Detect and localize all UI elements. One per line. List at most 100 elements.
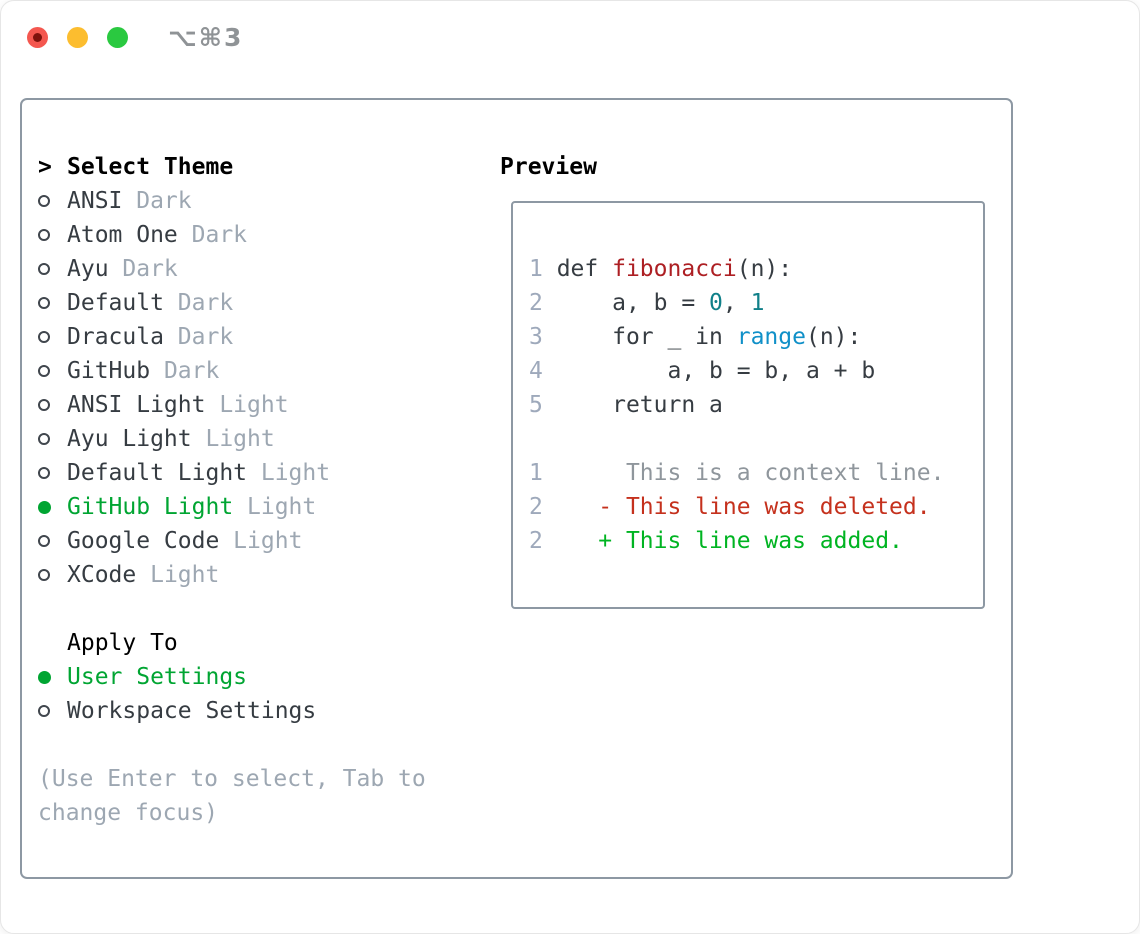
bullet-slot	[38, 399, 67, 411]
preview-title: Preview	[500, 154, 597, 180]
option-variant-label: Dark	[163, 324, 234, 350]
radio-selected-icon	[38, 500, 51, 514]
option-label: Ayu Light	[67, 426, 192, 452]
radio-unselected-icon	[38, 365, 50, 377]
option-label: XCode	[67, 562, 137, 588]
option-label: Default	[67, 290, 164, 316]
option-variant-label: Dark	[108, 256, 178, 282]
bullet-slot	[38, 705, 67, 717]
minimize-button[interactable]	[67, 27, 88, 48]
option-label: User Settings	[67, 664, 248, 690]
close-dot-icon	[33, 33, 42, 42]
code-segment-default: return a	[542, 392, 723, 418]
hint-line: change focus)	[38, 800, 219, 826]
code-segment-default	[543, 494, 598, 520]
spacer	[38, 728, 426, 762]
bullet-slot	[38, 195, 67, 207]
apply-to-header: Apply To	[38, 626, 426, 660]
theme-option[interactable]: Ayu Light Light	[38, 422, 426, 456]
code-segment-num: 1	[750, 290, 765, 316]
apply-to-option[interactable]: User Settings	[38, 660, 426, 694]
code-segment-context: This is a context line.	[542, 460, 945, 486]
bullet-slot	[38, 670, 67, 684]
option-label: Atom One	[67, 222, 178, 248]
option-label: GitHub Light	[67, 494, 234, 520]
code-segment-added: + This line was added.	[598, 528, 903, 554]
bullet-slot	[38, 263, 67, 275]
code-line: 5 return a	[529, 388, 983, 422]
theme-option[interactable]: Ayu Dark	[38, 252, 426, 286]
code-line: 2 + This line was added.	[529, 524, 983, 558]
bullet-slot	[38, 297, 67, 309]
zoom-button[interactable]	[107, 27, 128, 48]
window-title: ⌥⌘3	[168, 23, 244, 52]
option-variant-label: Dark	[150, 358, 220, 384]
radio-unselected-icon	[38, 433, 50, 445]
code-segment-lineno: 4	[529, 358, 543, 384]
theme-option[interactable]: GitHub Light Light	[38, 490, 426, 524]
option-label: Workspace Settings	[67, 698, 317, 724]
code-segment-default	[543, 528, 598, 554]
theme-option[interactable]: Dracula Dark	[38, 320, 426, 354]
radio-unselected-icon	[38, 195, 50, 207]
option-variant-label: Light	[205, 392, 289, 418]
option-variant-label: Dark	[163, 290, 234, 316]
option-variant-label: Light	[247, 460, 331, 486]
option-label: Ayu	[67, 256, 109, 282]
theme-option[interactable]: ANSI Light Light	[38, 388, 426, 422]
close-button[interactable]	[27, 27, 48, 48]
option-variant-label: Dark	[122, 188, 192, 214]
code-line: 1 def fibonacci(n):	[529, 252, 983, 286]
code-line: 4 a, b = b, a + b	[529, 354, 983, 388]
radio-selected-icon	[38, 670, 51, 684]
apply-to-title: Apply To	[67, 630, 178, 656]
code-segment-lineno: 3	[529, 324, 543, 350]
option-label: Default Light	[67, 460, 248, 486]
bullet-slot	[38, 500, 67, 514]
bullet-slot	[38, 365, 67, 377]
radio-unselected-icon	[38, 535, 50, 547]
theme-option[interactable]: GitHub Dark	[38, 354, 426, 388]
code-segment-default: a, b = b, a + b	[542, 358, 876, 384]
apply-to-option[interactable]: Workspace Settings	[38, 694, 426, 728]
code-segment-lineno: 2	[529, 528, 543, 554]
option-variant-label: Light	[191, 426, 275, 452]
theme-option[interactable]: ANSI Dark	[38, 184, 426, 218]
code-segment-default: a, b =	[542, 290, 710, 316]
code-line: 1 This is a context line.	[529, 456, 983, 490]
code-segment-default: ,	[722, 290, 751, 316]
code-segment-lineno: 2	[529, 494, 543, 520]
code-segment-default: def	[542, 256, 613, 282]
code-segment-func: fibonacci	[612, 256, 737, 282]
code-segment-default: (n):	[805, 324, 862, 350]
code-segment-default: (n):	[736, 256, 793, 282]
option-variant-label: Light	[136, 562, 220, 588]
code-segment-call: range	[736, 324, 806, 350]
option-variant-label: Light	[233, 494, 317, 520]
option-variant-label: Dark	[177, 222, 248, 248]
option-label: ANSI	[67, 188, 123, 214]
code-segment-default: for _ in	[542, 324, 737, 350]
theme-option[interactable]: Default Dark	[38, 286, 426, 320]
option-label: ANSI Light	[67, 392, 206, 418]
radio-unselected-icon	[38, 399, 50, 411]
theme-option[interactable]: Default Light Light	[38, 456, 426, 490]
bullet-slot	[38, 229, 67, 241]
select-theme-header: > Select Theme	[38, 150, 426, 184]
chevron-cursor-icon: >	[38, 154, 52, 180]
code-blank-line	[529, 422, 983, 456]
code-line: 2 - This line was deleted.	[529, 490, 983, 524]
option-label: GitHub	[67, 358, 151, 384]
code-segment-lineno: 1	[529, 256, 543, 282]
radio-unselected-icon	[38, 229, 50, 241]
theme-option[interactable]: Atom One Dark	[38, 218, 426, 252]
option-label: Dracula	[67, 324, 164, 350]
theme-option[interactable]: Google Code Light	[38, 524, 426, 558]
theme-option[interactable]: XCode Light	[38, 558, 426, 592]
